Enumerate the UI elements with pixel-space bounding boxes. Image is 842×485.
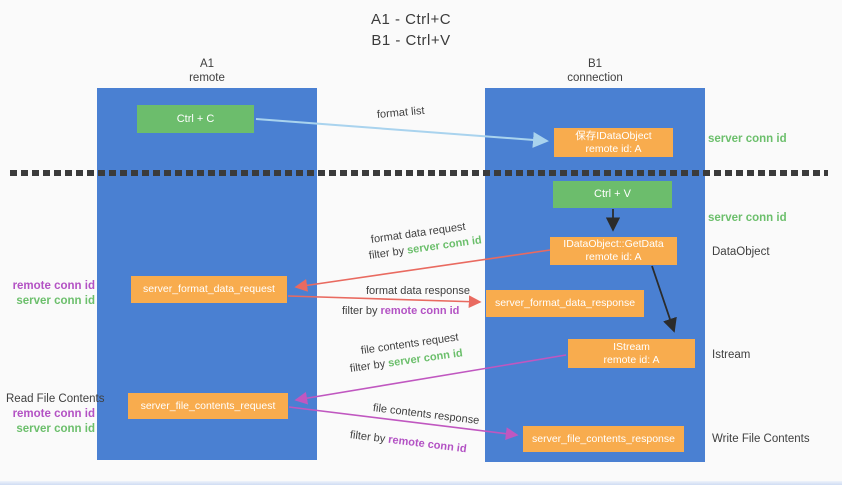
node-format-request-label: server_format_data_request — [143, 283, 275, 295]
server-conn-id-annotation: server conn id — [16, 295, 95, 307]
filter-by-text: filter by — [342, 305, 378, 317]
node-format-response-label: server_format_data_response — [494, 297, 636, 309]
filter-by-text: filter by — [349, 358, 386, 375]
node-file-request-label: server_file_contents_request — [140, 399, 276, 412]
diagram-title: A1 - Ctrl+C B1 - Ctrl+V — [0, 9, 822, 51]
bottom-window-edge — [0, 481, 842, 485]
read-file-contents-annotation: Read File Contents — [6, 393, 105, 405]
node-getdata-line2: remote id: A — [585, 251, 642, 263]
title-line-2: B1 - Ctrl+V — [371, 32, 451, 49]
node-save-idataobject: 保存IDataObject remote id: A — [554, 128, 673, 157]
lane-a1-sub: remote — [189, 72, 225, 84]
lane-header-b1-connection: B1 connection — [515, 57, 675, 85]
server-conn-id-annotation-top: server conn id — [708, 133, 787, 145]
server-conn-id-annotation-mid: server conn id — [708, 212, 787, 224]
node-file-response-label: server_file_contents_response — [531, 432, 675, 445]
copy-paste-divider-dotted-line — [10, 170, 828, 176]
lane-a1-name: A1 — [199, 58, 215, 70]
node-idataobject-getdata: IDataObject::GetData remote id: A — [550, 237, 677, 265]
node-istream-line2: remote id: A — [603, 353, 660, 366]
node-server-format-data-response: server_format_data_response — [486, 290, 644, 317]
title-line-1: A1 - Ctrl+C — [370, 11, 452, 28]
lane-b1-name: B1 — [587, 58, 603, 70]
format-request-conn-id-annotations: remote conn id server conn id — [6, 279, 95, 309]
dataobject-annotation: DataObject — [712, 246, 770, 258]
remote-conn-id-annotation: remote conn id — [12, 408, 95, 420]
server-conn-id-annotation: server conn id — [16, 423, 95, 435]
file-contents-response-label: file contents response — [372, 402, 480, 427]
remote-conn-id-text: remote conn id — [387, 433, 468, 456]
filter-by-remote-conn-id-label: filter by remote conn id — [349, 429, 467, 455]
node-istream-line1: IStream — [613, 340, 650, 353]
lane-header-a1-remote: A1 remote — [127, 57, 287, 85]
node-save-idataobject-line2: remote id: A — [585, 142, 642, 155]
node-server-format-data-request: server_format_data_request — [131, 276, 287, 303]
filter-by-text: filter by — [368, 245, 405, 262]
node-ctrl-c-label: Ctrl + C — [176, 112, 215, 125]
write-file-contents-annotation: Write File Contents — [712, 433, 810, 445]
node-save-idataobject-line1: 保存IDataObject — [575, 129, 652, 142]
format-list-label: format list — [376, 104, 426, 121]
filter-by-remote-conn-id-label: filter by remote conn id — [342, 305, 459, 317]
node-ctrl-v-label: Ctrl + V — [594, 188, 631, 200]
node-istream: IStream remote id: A — [568, 339, 695, 368]
node-server-file-contents-request: server_file_contents_request — [128, 393, 288, 419]
node-ctrl-c: Ctrl + C — [137, 105, 254, 133]
remote-conn-id-text: remote conn id — [380, 305, 460, 317]
format-data-response-label: format data response — [366, 285, 470, 297]
node-getdata-line1: IDataObject::GetData — [563, 238, 664, 250]
filter-by-text: filter by — [349, 429, 386, 446]
lane-b1-sub: connection — [567, 72, 623, 84]
remote-conn-id-annotation: remote conn id — [12, 280, 95, 292]
node-ctrl-v: Ctrl + V — [553, 181, 672, 208]
node-server-file-contents-response: server_file_contents_response — [523, 426, 684, 452]
file-request-conn-id-annotations: Read File Contents remote conn id server… — [6, 392, 105, 437]
istream-annotation: Istream — [712, 349, 751, 361]
